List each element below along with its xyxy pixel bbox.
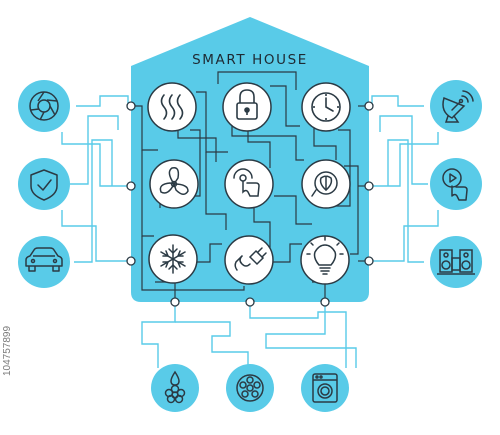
washing-machine-icon <box>312 373 338 403</box>
fan-icon <box>159 166 189 195</box>
clock-icon <box>311 92 341 122</box>
lock-icon-circle <box>222 82 272 132</box>
light-bulb-icon <box>306 236 344 275</box>
touch-button-icon-circle <box>430 158 482 210</box>
touch-control-icon-circle <box>224 159 274 209</box>
flower-water-icon-circle <box>151 364 199 412</box>
music-speaker-icon-circle <box>430 236 482 288</box>
eco-energy-icon <box>311 171 338 197</box>
outer-connectors <box>61 95 439 368</box>
flower-water-icon <box>164 370 186 404</box>
camera-shutter-icon-circle <box>18 80 70 132</box>
touch-button-icon <box>442 168 468 201</box>
power-plug-icon-circle <box>224 235 274 285</box>
snowflake-icon <box>160 244 186 274</box>
lock-icon <box>236 89 258 120</box>
bathroom-fan-icon-circle <box>226 364 274 412</box>
connector-dots <box>126 101 374 307</box>
security-shield-icon-circle <box>18 158 70 210</box>
bathroom-fan-icon <box>236 374 264 402</box>
satellite-dish-icon <box>442 90 474 123</box>
music-speaker-icon <box>437 249 475 275</box>
car-icon <box>25 247 63 272</box>
light-bulb-icon-circle <box>300 235 350 285</box>
diagram-title: SMART HOUSE <box>192 52 308 68</box>
power-plug-icon <box>234 247 267 271</box>
touch-control-icon <box>233 168 260 197</box>
camera-shutter-icon <box>29 91 59 121</box>
stock-id: 104757899 <box>2 326 13 376</box>
security-shield-icon <box>30 169 58 201</box>
car-icon-circle <box>18 236 70 288</box>
washing-machine-icon-circle <box>301 364 349 412</box>
heating-icon <box>160 94 184 120</box>
